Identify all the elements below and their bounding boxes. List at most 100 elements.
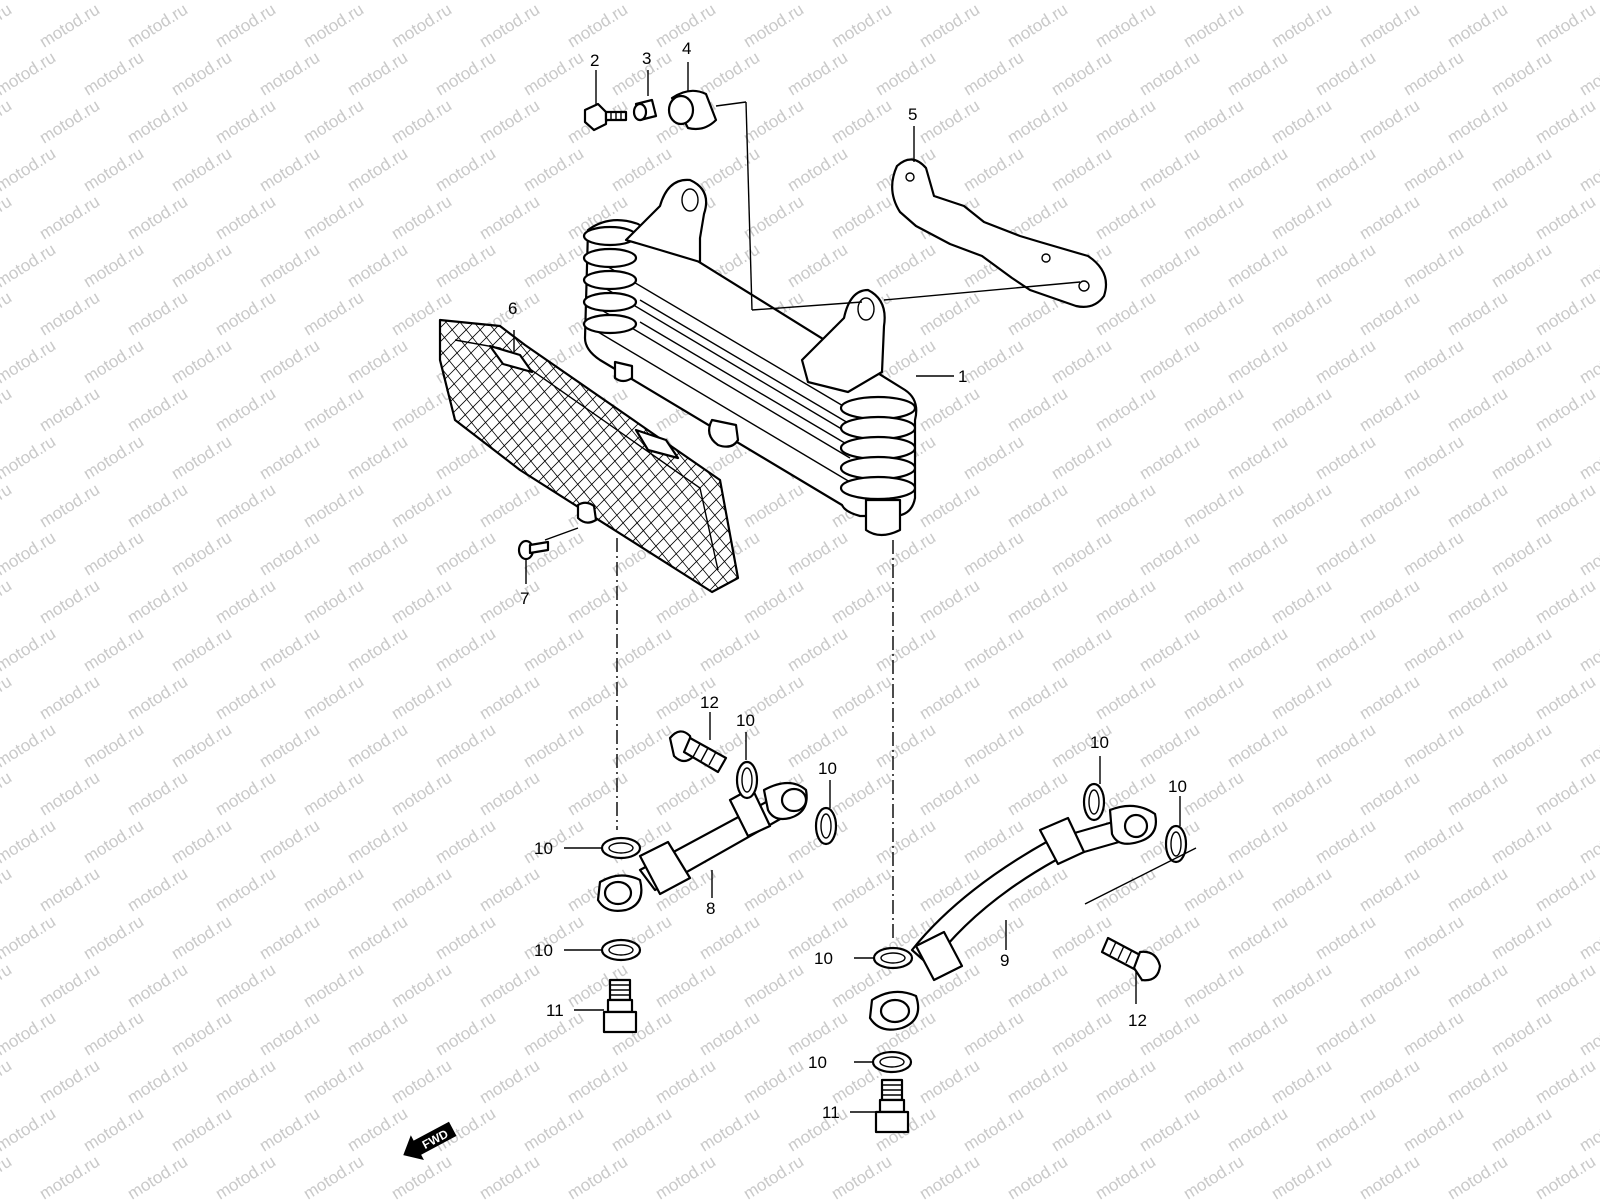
watermark-text: motod.ru (80, 528, 147, 580)
watermark-text: motod.ru (168, 48, 235, 100)
callout-11-b: 11 (822, 1103, 840, 1122)
watermark-text: motod.ru (1180, 0, 1247, 51)
callout-2: 2 (590, 51, 599, 70)
watermark-text: motod.ru (1356, 288, 1423, 340)
watermark-text: motod.ru (168, 816, 235, 868)
watermark-text: motod.ru (1180, 192, 1247, 244)
watermark-text: motod.ru (1444, 1056, 1511, 1108)
watermark-text: motod.ru (388, 480, 455, 532)
watermark-text: motod.ru (740, 1152, 807, 1200)
watermark-text: motod.ru (696, 48, 763, 100)
watermark-text: motod.ru (1048, 48, 1115, 100)
watermark-text: motod.ru (1356, 672, 1423, 724)
watermark-text: motod.ru (1180, 480, 1247, 532)
watermark-text: motod.ru (168, 624, 235, 676)
watermark-text: motod.ru (432, 48, 499, 100)
watermark-text: motod.ru (1136, 528, 1203, 580)
watermark-text: motod.ru (344, 432, 411, 484)
watermark-text: motod.ru (696, 144, 763, 196)
watermark-text: motod.ru (0, 624, 59, 676)
watermark-text: motod.ru (564, 768, 631, 820)
watermark-text: motod.ru (1224, 240, 1291, 292)
watermark-text: motod.ru (740, 480, 807, 532)
watermark-text: motod.ru (212, 384, 279, 436)
watermark-text: motod.ru (1532, 96, 1599, 148)
watermark-text: motod.ru (608, 720, 675, 772)
watermark-text: motod.ru (1180, 96, 1247, 148)
watermark-text: motod.ru (476, 1152, 543, 1200)
callout-5: 5 (908, 105, 917, 124)
watermark-text: motod.ru (1092, 576, 1159, 628)
watermark-text: motod.ru (1488, 48, 1555, 100)
watermark-text: motod.ru (256, 240, 323, 292)
watermark-text: motod.ru (80, 720, 147, 772)
watermark-text: motod.ru (1576, 912, 1600, 964)
watermark-text: motod.ru (828, 1152, 895, 1200)
watermark-text: motod.ru (1092, 1152, 1159, 1200)
watermark-text: motod.ru (36, 192, 103, 244)
watermark-text: motod.ru (1444, 864, 1511, 916)
watermark-text: motod.ru (344, 1008, 411, 1060)
watermark-text: motod.ru (256, 432, 323, 484)
watermark-text: motod.ru (1576, 48, 1600, 100)
watermark-text: motod.ru (740, 960, 807, 1012)
watermark-text: motod.ru (168, 240, 235, 292)
screw-part-7 (517, 539, 550, 561)
watermark-text: motod.ru (432, 528, 499, 580)
watermark-text: motod.ru (960, 144, 1027, 196)
watermark-text: motod.ru (0, 384, 15, 436)
watermark-text: motod.ru (0, 1008, 59, 1060)
watermark-text: motod.ru (564, 1056, 631, 1108)
watermark-text: motod.ru (1356, 576, 1423, 628)
watermark-text: motod.ru (80, 1104, 147, 1156)
callout-10-f: 10 (1168, 777, 1187, 796)
watermark-text: motod.ru (1268, 1152, 1335, 1200)
watermark-text: motod.ru (168, 144, 235, 196)
watermark-text: motod.ru (0, 672, 15, 724)
watermark-text: motod.ru (344, 528, 411, 580)
watermark-text: motod.ru (1092, 480, 1159, 532)
watermark-text: motod.ru (1312, 816, 1379, 868)
watermark-text: motod.ru (1048, 1008, 1115, 1060)
watermark-text: motod.ru (1532, 576, 1599, 628)
watermark-text: motod.ru (0, 768, 15, 820)
watermark-text: motod.ru (1488, 432, 1555, 484)
watermark-text: motod.ru (828, 672, 895, 724)
watermark-text: motod.ru (696, 1104, 763, 1156)
watermark-text: motod.ru (1532, 768, 1599, 820)
watermark-text: motod.ru (1268, 0, 1335, 51)
watermark-text: motod.ru (1004, 96, 1071, 148)
watermark-text: motod.ru (1400, 48, 1467, 100)
watermark-text: motod.ru (476, 1056, 543, 1108)
watermark-text: motod.ru (1356, 1152, 1423, 1200)
watermark-text: motod.ru (1180, 1056, 1247, 1108)
watermark-text: motod.ru (1224, 144, 1291, 196)
watermark-text: motod.ru (1092, 384, 1159, 436)
watermark-text: motod.ru (36, 1152, 103, 1200)
watermark-text: motod.ru (784, 1008, 851, 1060)
watermark-text: motod.ru (388, 96, 455, 148)
watermark-text: motod.ru (696, 912, 763, 964)
watermark-text: motod.ru (124, 192, 191, 244)
callout-3: 3 (642, 49, 651, 68)
watermark-text: motod.ru (80, 336, 147, 388)
watermark-text: motod.ru (1400, 624, 1467, 676)
watermark-text: motod.ru (1136, 240, 1203, 292)
watermark-text: motod.ru (1268, 288, 1335, 340)
watermark-text: motod.ru (36, 960, 103, 1012)
watermark-text: motod.ru (1356, 96, 1423, 148)
watermark-text: motod.ru (256, 336, 323, 388)
callout-10-h: 10 (808, 1053, 827, 1072)
watermark-text: motod.ru (1312, 624, 1379, 676)
watermark-text: motod.ru (124, 1056, 191, 1108)
watermark-text: motod.ru (0, 432, 59, 484)
watermark-text: motod.ru (652, 768, 719, 820)
watermark-text: motod.ru (1532, 0, 1599, 51)
watermark-text: motod.ru (520, 816, 587, 868)
watermark-text: motod.ru (168, 912, 235, 964)
watermark-text: motod.ru (608, 624, 675, 676)
watermark-text: motod.ru (256, 720, 323, 772)
watermark-text: motod.ru (1268, 576, 1335, 628)
watermark-text: motod.ru (432, 720, 499, 772)
watermark-text: motod.ru (80, 144, 147, 196)
